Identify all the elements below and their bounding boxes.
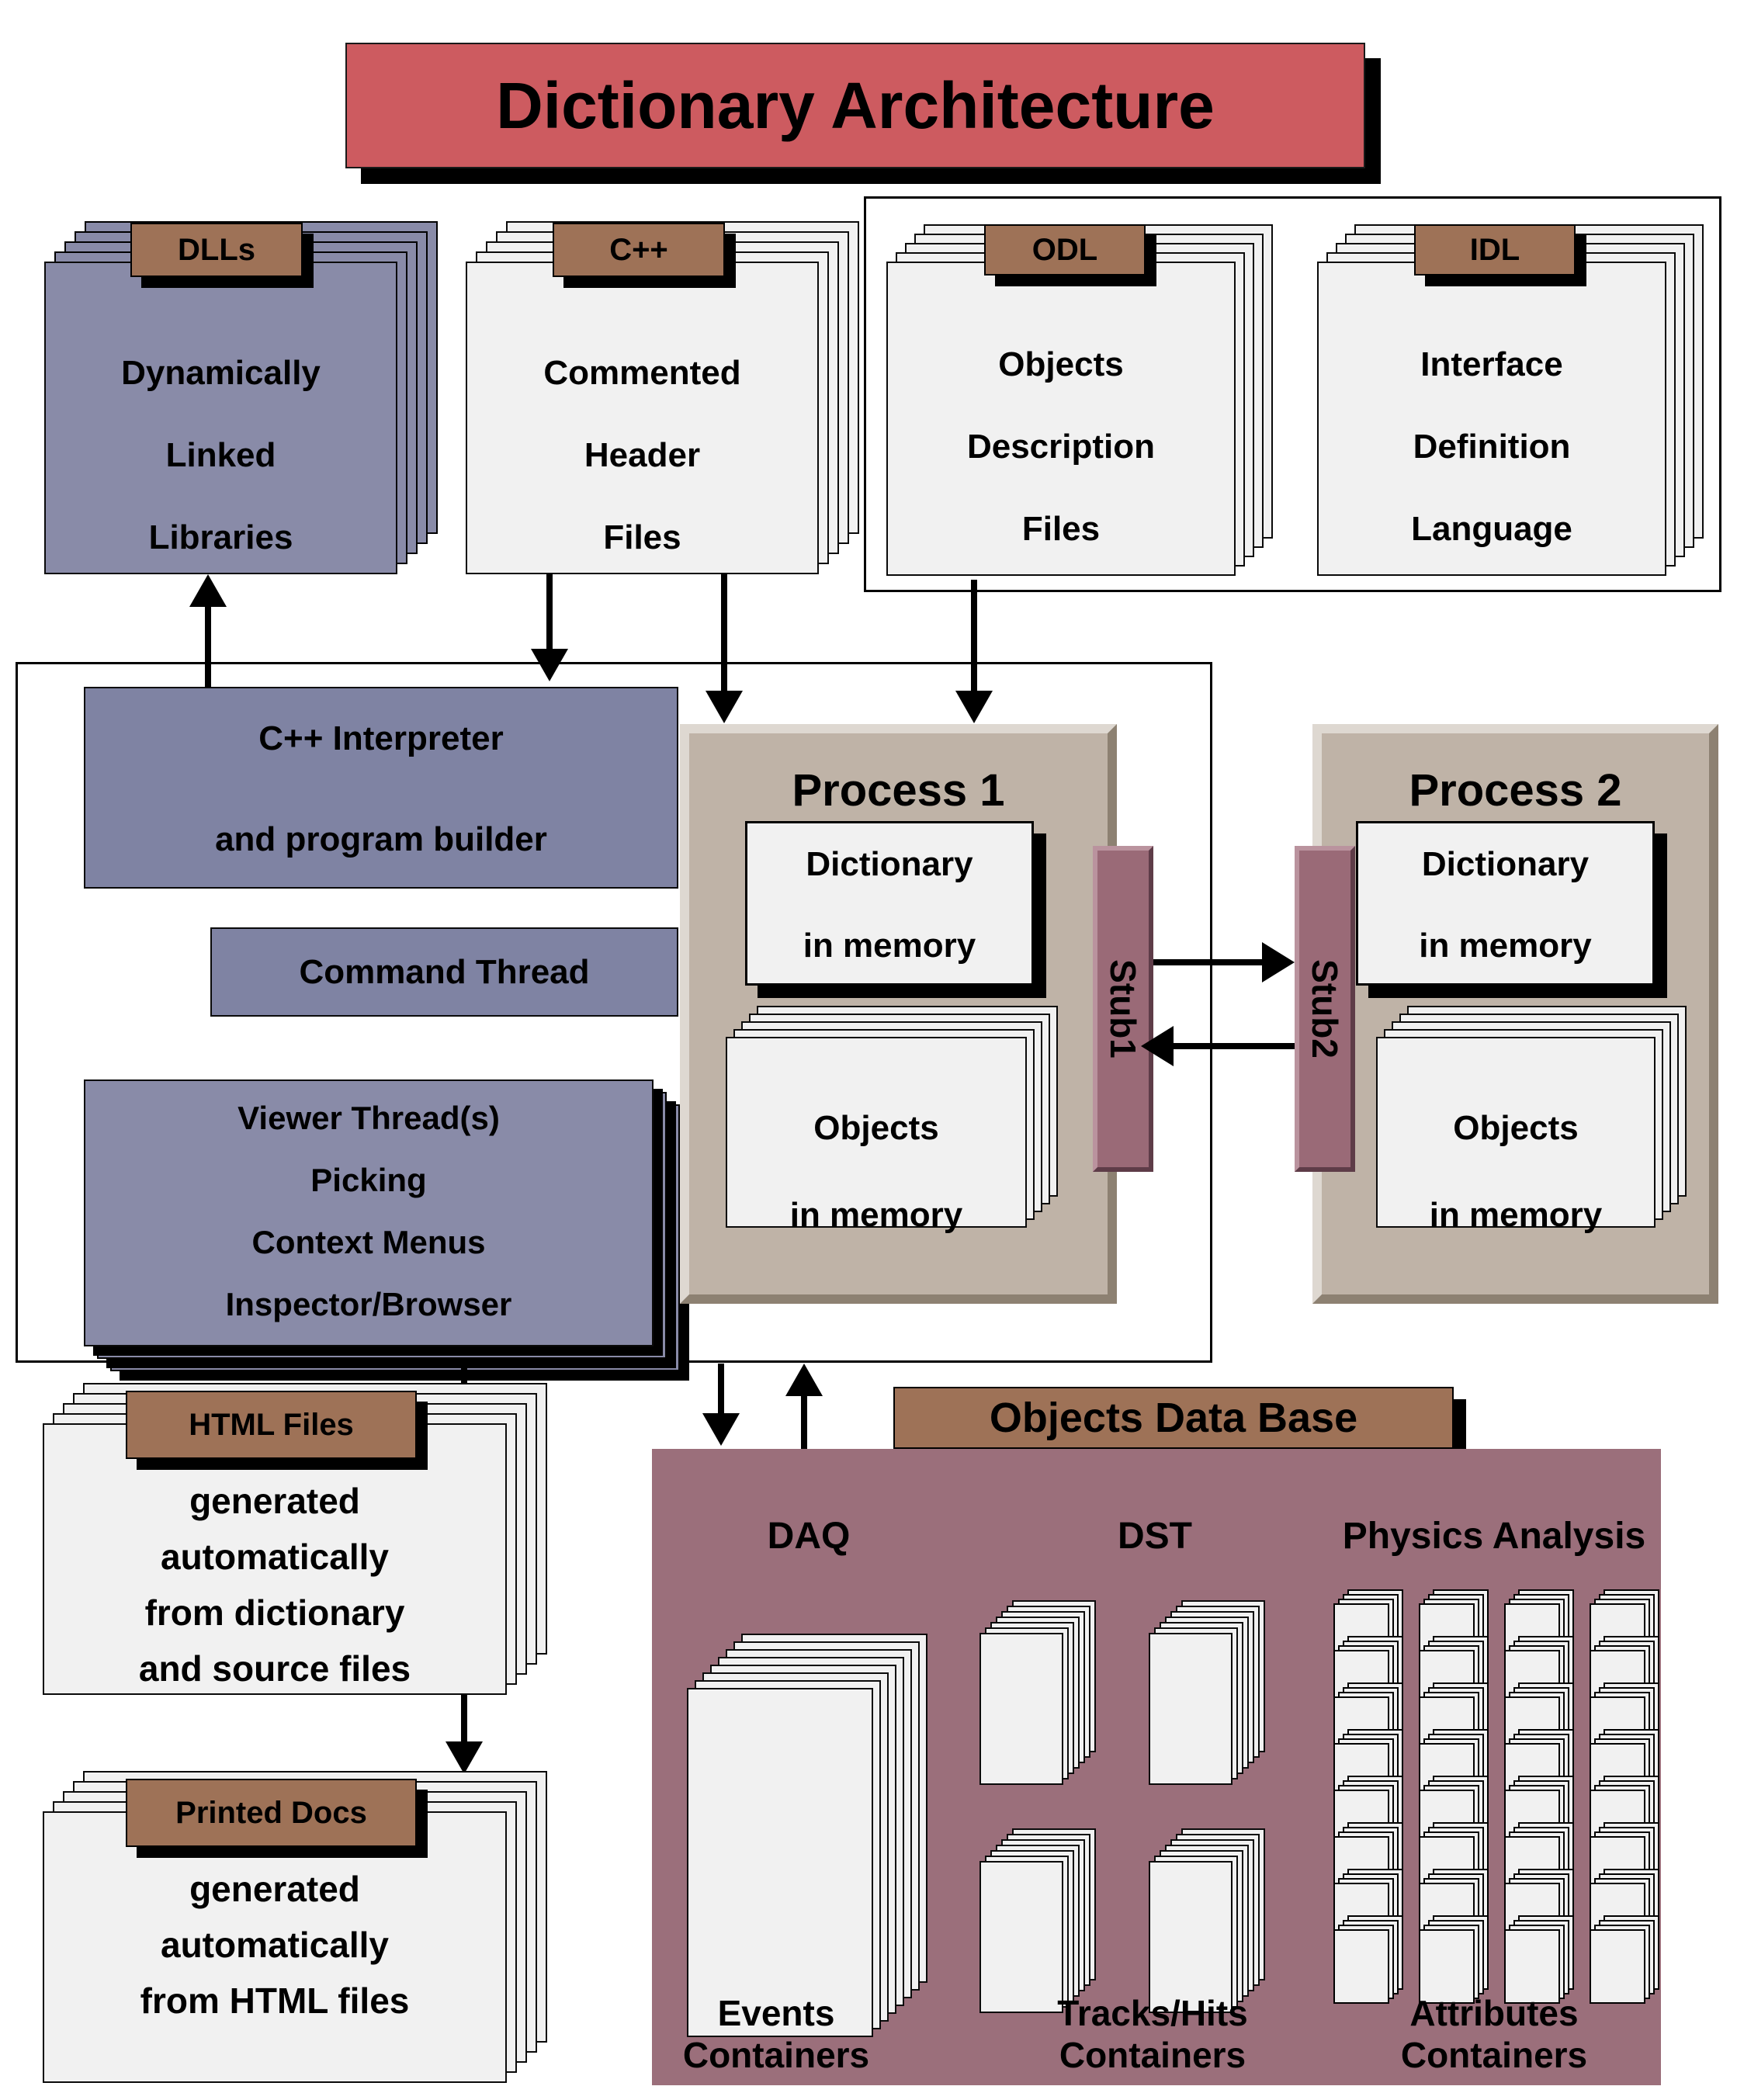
cpp-tab: C++ — [553, 223, 725, 277]
attribute-page — [1333, 1929, 1389, 2004]
odl-line: Description — [966, 428, 1156, 466]
cpp-line: Files — [603, 518, 681, 556]
dst-page — [1149, 1633, 1233, 1785]
arrow-db-to-runtime — [785, 1364, 823, 1396]
viewer-line: Context Menus — [251, 1224, 486, 1260]
daq-events-stack — [687, 1634, 935, 2045]
arrow-cpp-to-process1 — [706, 691, 743, 723]
interpreter-line1: C++ Interpreter — [258, 719, 504, 757]
arrow-db-to-runtime-line — [801, 1395, 807, 1449]
odl-line: Files — [1021, 510, 1101, 548]
process1-dictionary-box: Dictionary in memory — [745, 821, 1034, 986]
arrow-stub1-to-stub2 — [1153, 959, 1264, 965]
dst-stack — [979, 1600, 1104, 1786]
html-files-page: generated automatically from dictionary … — [43, 1423, 507, 1695]
arrow-interpreter-to-dlls — [189, 574, 227, 607]
cpp-interpreter-box: C++ Interpreter and program builder — [84, 687, 678, 889]
process2-objects-stack: Objects in memory — [1376, 1006, 1702, 1239]
viewer-line: Viewer Thread(s) — [237, 1100, 500, 1136]
diagram-title-text: Dictionary Architecture — [496, 68, 1215, 142]
process2-title: Process 2 — [1409, 765, 1622, 816]
arrow-runtime-to-db-line — [718, 1364, 724, 1415]
attribute-page — [1419, 1929, 1475, 2004]
idl-line: Language — [1411, 510, 1572, 548]
printed-docs-tab: Printed Docs — [126, 1779, 417, 1847]
dst-stack — [1149, 1828, 1273, 2015]
dst-page — [979, 1633, 1063, 1785]
dlls-tab: DLLs — [130, 223, 303, 277]
process1-objects-stack: Objects in memory — [726, 1006, 1067, 1239]
attribute-page — [1504, 1929, 1560, 2004]
stub2-bar: Stub2 — [1295, 846, 1355, 1172]
odl-stack: Objects Description Files ODL — [886, 224, 1286, 577]
process2-objects-page: Objects in memory — [1376, 1037, 1656, 1234]
command-thread-box: Command Thread — [210, 927, 678, 1017]
stub1-bar: Stub1 — [1093, 846, 1153, 1172]
tracks-hits-containers-caption: Tracks/Hits Containers — [1057, 1993, 1248, 2075]
html-files-stack: generated automatically from dictionary … — [43, 1383, 551, 1717]
process1-objects-page: Objects in memory — [726, 1037, 1027, 1234]
html-files-tab: HTML Files — [126, 1391, 417, 1459]
idl-line: Interface — [1420, 345, 1563, 383]
arrow-odl-to-process1 — [955, 691, 993, 723]
odl-page: Objects Description Files — [886, 262, 1236, 576]
process2-box: Process 2 Dictionary in memory Objects i… — [1312, 724, 1718, 1304]
daq-events-page — [687, 1688, 873, 2037]
physics-analysis-label: Physics Analysis — [1342, 1516, 1646, 1557]
idl-stack: Interface Definition Language IDL — [1317, 224, 1717, 577]
objects-database-tab: Objects Data Base — [893, 1387, 1454, 1449]
viewer-threads-stack: Viewer Thread(s) Picking Context Menus I… — [84, 1055, 697, 1371]
arrow-html-to-printed-line — [461, 1695, 467, 1743]
dst-stack — [979, 1828, 1104, 2015]
dlls-line: Linked — [165, 436, 276, 474]
process1-box: Process 1 Dictionary in memory Objects i… — [680, 724, 1117, 1304]
events-containers-caption: Events Containers — [682, 1993, 870, 2075]
arrowhead-right-icon — [1262, 942, 1295, 982]
cpp-line: Commented — [543, 354, 741, 392]
arrow-cpp-to-process1-line — [721, 574, 727, 692]
arrow-cpp-to-interpreter-line — [546, 574, 553, 650]
viewer-line: Picking — [310, 1162, 427, 1198]
idl-line: Definition — [1413, 428, 1571, 466]
arrow-odl-to-process1-line — [971, 580, 977, 692]
attributes-containers-caption: Attributes Containers — [1400, 1993, 1588, 2075]
idl-page: Interface Definition Language — [1317, 262, 1666, 576]
dlls-line: Dynamically — [121, 354, 321, 392]
odl-tab: ODL — [984, 224, 1146, 275]
attribute-page — [1590, 1929, 1645, 2004]
odl-line: Objects — [998, 345, 1124, 383]
arrowhead-left-icon — [1141, 1026, 1174, 1066]
arrow-runtime-to-db — [702, 1413, 740, 1446]
dst-page — [1149, 1861, 1233, 2013]
arrow-html-to-printed — [446, 1741, 483, 1774]
cpp-stack: Commented Header Files C++ — [466, 221, 869, 574]
attributes-grid — [1333, 1589, 1675, 2024]
process2-dictionary-box: Dictionary in memory — [1356, 821, 1655, 986]
dst-stack — [1149, 1600, 1273, 1786]
objects-database-box: DAQ DST Physics Analysis — [652, 1449, 1661, 2085]
viewer-page: Viewer Thread(s) Picking Context Menus I… — [84, 1079, 654, 1346]
dlls-page: Dynamically Linked Libraries — [44, 262, 397, 574]
viewer-line: Inspector/Browser — [225, 1286, 512, 1322]
process1-title: Process 1 — [792, 765, 1005, 816]
cpp-page: Commented Header Files — [466, 262, 819, 574]
cpp-line: Header — [584, 436, 701, 474]
dlls-stack: Dynamically Linked Libraries DLLs — [44, 221, 448, 574]
arrow-cpp-to-interpreter — [531, 649, 568, 681]
idl-tab: IDL — [1414, 224, 1576, 275]
arrow-interpreter-to-dlls-line — [205, 605, 211, 688]
dlls-line: Libraries — [148, 518, 293, 556]
arrow-stub2-to-stub1 — [1172, 1043, 1295, 1049]
arrow-viewer-to-html-line — [461, 1364, 467, 1387]
dst-label: DST — [1118, 1516, 1192, 1557]
printed-docs-stack: generated automatically from HTML files … — [43, 1771, 551, 2100]
daq-label: DAQ — [767, 1516, 851, 1557]
dst-page — [979, 1861, 1063, 2013]
diagram-title: Dictionary Architecture — [345, 43, 1365, 168]
printed-docs-page: generated automatically from HTML files — [43, 1811, 507, 2083]
interpreter-line2: and program builder — [215, 820, 547, 858]
